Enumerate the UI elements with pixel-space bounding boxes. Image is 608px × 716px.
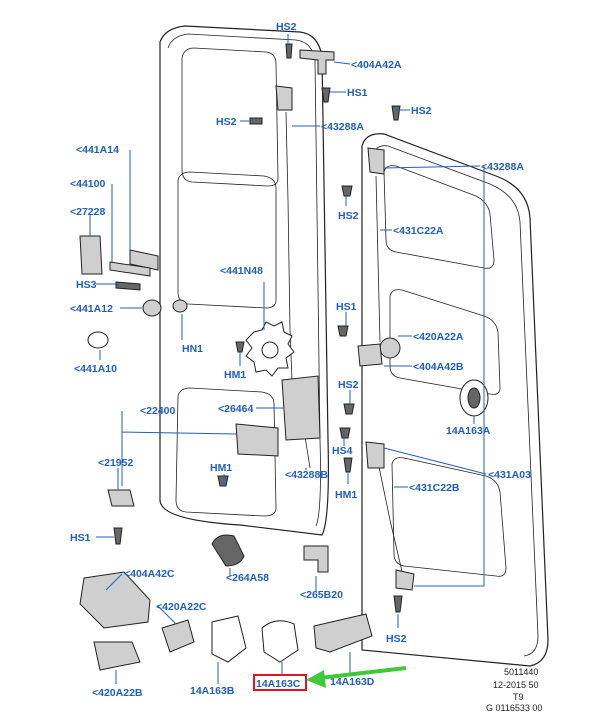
label-404A42C: <404A42C [124, 568, 175, 580]
ref-line1: 5011440 [504, 667, 538, 677]
label-21952: <21952 [98, 457, 133, 469]
bumper-14A163C [261, 620, 299, 663]
label-43288B: <43288B [285, 469, 328, 481]
bracket-27228 [79, 235, 103, 275]
screw-hm1-mid [235, 341, 245, 353]
grommet-hn1 [172, 299, 188, 313]
label-44100: <44100 [70, 178, 105, 190]
label-265B20: <265B20 [300, 589, 343, 601]
screw-hs2-lower [343, 403, 355, 415]
label-404A42A: <404A42A [351, 59, 402, 71]
label-43288A-right: <43288A [481, 161, 524, 173]
highlight-box [253, 674, 307, 691]
label-431C22B: <431C22B [409, 482, 460, 494]
label-hn1: HN1 [182, 343, 203, 355]
striker-lower [395, 569, 415, 591]
label-14A163B: 14A163B [190, 685, 235, 697]
gear-441N48 [245, 321, 295, 377]
rod-43288A [285, 111, 293, 381]
cap-441A10 [87, 331, 109, 349]
label-hs4: HS4 [332, 445, 353, 457]
label-hs1-top: HS1 [347, 87, 368, 99]
label-431A03: <431A03 [488, 469, 531, 481]
label-hm1-right: HM1 [335, 489, 357, 501]
label-hs2-lower: HS2 [338, 379, 359, 391]
screw-hs2-mid [341, 185, 353, 197]
label-420A22B: <420A22B [92, 687, 143, 699]
right-door [361, 133, 549, 667]
left-door [159, 25, 329, 536]
ref-line4: G 0116533 00 [486, 703, 542, 711]
label-hs2-left: HS2 [216, 116, 237, 128]
screw-hs1-top [321, 87, 331, 103]
label-14A163D: 14A163D [330, 676, 375, 688]
label-441A14: <441A14 [76, 144, 119, 156]
green-arrow [306, 666, 407, 688]
parts [79, 43, 489, 671]
label-hs3: HS3 [76, 279, 97, 291]
rod-431C22B [377, 461, 405, 581]
bumper-14A163D [313, 613, 373, 653]
label-27228: <27228 [70, 206, 105, 218]
label-420A22A: <420A22A [413, 331, 464, 343]
pad-420A22C [161, 619, 195, 653]
hinge-420A22A [379, 337, 401, 359]
label-404A42B: <404A42B [413, 361, 464, 373]
part-21952 [107, 489, 135, 507]
screw-hs2-bottom [393, 595, 403, 613]
label-hs2-top: HS2 [276, 21, 297, 33]
bumper-14A163B [211, 615, 247, 663]
handle-22400 [235, 423, 279, 457]
bumper-14A163A [459, 379, 489, 417]
label-264A58: <264A58 [226, 572, 269, 584]
screw-hm1-left [217, 475, 229, 487]
label-14A163C: 14A163C [256, 678, 301, 690]
handle-441A14 [129, 249, 159, 271]
bracket-404A42C [79, 571, 151, 629]
label-14A163A: 14A163A [446, 425, 491, 437]
bracket-265B20 [303, 545, 329, 573]
screw-hs1-left [113, 527, 123, 545]
hinge-404A42A [299, 49, 335, 75]
latch-upper-right [367, 147, 385, 175]
callout-labels: HS2 <404A42A HS1 HS2 <43288A HS2 <441A14… [70, 21, 531, 699]
reference-block: 5011440 12-2015 50 T9 G 0116533 00 [486, 667, 542, 713]
label-420A22C: <420A22C [156, 601, 207, 613]
cylinder-441A12 [142, 299, 162, 317]
handle-44100 [109, 261, 151, 277]
label-hs1-left: HS1 [70, 532, 91, 544]
label-43288A-left: <43288A [321, 121, 364, 133]
screw-hm1-right [343, 457, 353, 473]
screw-hs2-right [391, 105, 401, 121]
leader-lines [89, 34, 487, 684]
latch-26464 [281, 375, 321, 441]
screw-hs1-mid [337, 325, 349, 337]
screw-hs4 [339, 427, 351, 439]
screw-hs2-top [285, 43, 293, 59]
hinge-lower [365, 441, 385, 469]
screw-hs2-left [249, 117, 263, 125]
label-26464: <26464 [218, 403, 253, 415]
label-hm1-left: HM1 [210, 462, 232, 474]
label-hm1-mid: HM1 [224, 369, 246, 381]
label-441A10: <441A10 [74, 363, 117, 375]
ref-line3: T9 [513, 692, 524, 702]
label-hs1-mid: HS1 [336, 301, 357, 313]
pad-420A22B [93, 641, 141, 671]
label-431C22A: <431C22A [393, 225, 444, 237]
label-22400: <22400 [140, 405, 175, 417]
label-hs2-bottom: HS2 [386, 633, 407, 645]
label-hs2-right: HS2 [411, 105, 432, 117]
latch-upper-left [275, 85, 293, 111]
label-441N48: <441N48 [220, 265, 263, 277]
rod-431C22A [375, 175, 381, 343]
label-hs2-mid: HS2 [338, 210, 359, 222]
hinge-404A42B [357, 343, 383, 367]
part-264A58 [211, 534, 245, 567]
ref-line2: 12-2015 50 [493, 680, 539, 690]
screw-hs3 [115, 281, 141, 291]
label-441A12: <441A12 [70, 303, 113, 315]
